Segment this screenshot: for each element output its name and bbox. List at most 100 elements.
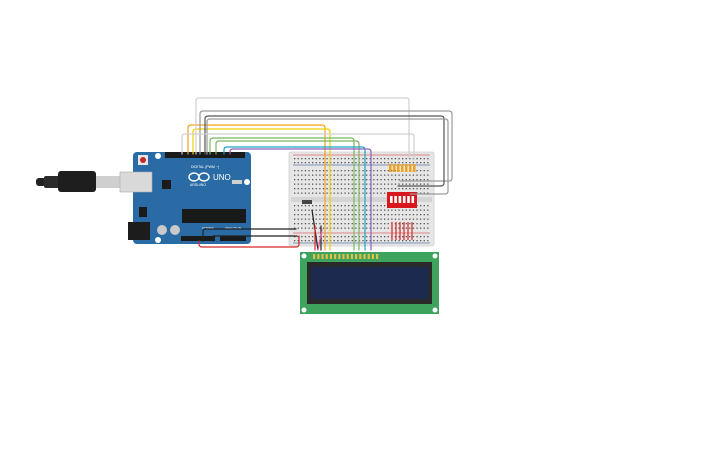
breadboard-hole xyxy=(351,223,353,225)
breadboard-hole xyxy=(366,240,368,242)
breadboard-hole xyxy=(294,240,296,242)
breadboard-hole xyxy=(319,236,321,238)
breadboard-hole xyxy=(380,170,382,172)
breadboard-hole xyxy=(294,170,296,172)
breadboard-hole xyxy=(301,214,303,216)
breadboard-hole xyxy=(398,174,400,176)
breadboard-hole xyxy=(344,174,346,176)
breadboard-hole xyxy=(412,179,415,181)
breadboard-hole xyxy=(344,218,346,220)
breadboard-hole xyxy=(420,179,422,181)
dip-switch-toggle[interactable] xyxy=(402,196,406,203)
breadboard-hole xyxy=(423,227,425,229)
breadboard-hole xyxy=(322,240,325,242)
breadboard-hole xyxy=(412,227,415,229)
lcd-pin xyxy=(371,254,374,259)
breadboard-hole xyxy=(416,214,418,216)
dip-switch-toggle[interactable] xyxy=(407,196,410,203)
breadboard-hole xyxy=(420,183,422,185)
breadboard-hole xyxy=(362,223,364,225)
breadboard-hole xyxy=(326,179,328,181)
breadboard-hole xyxy=(416,158,418,160)
breadboard-hole xyxy=(322,174,325,176)
lcd-pin xyxy=(338,254,341,259)
dip-switch-toggle[interactable] xyxy=(394,196,397,203)
breadboard-hole xyxy=(344,192,346,194)
breadboard-hole xyxy=(312,236,314,238)
lcd-pin xyxy=(346,254,349,259)
dip-switch-toggles[interactable] xyxy=(390,196,415,203)
breadboard-hole xyxy=(420,158,422,160)
breadboard-hole xyxy=(391,209,393,211)
lcd-pin xyxy=(376,254,379,259)
breadboard[interactable] xyxy=(288,151,435,247)
arduino-uno[interactable]: DIGITAL (PWM ~) UNO ARDUINO POWER ANALOG… xyxy=(119,152,251,244)
board-model-label: UNO xyxy=(213,173,231,182)
power-jack xyxy=(128,222,150,240)
breadboard-hole xyxy=(423,214,425,216)
breadboard-hole xyxy=(326,218,328,220)
breadboard-hole xyxy=(398,183,400,185)
breadboard-hole xyxy=(423,205,425,207)
breadboard-hole xyxy=(330,162,332,164)
breadboard-hole xyxy=(412,236,415,238)
power-header-label: POWER xyxy=(202,226,214,230)
jumper-wire xyxy=(317,229,323,251)
breadboard-hole xyxy=(420,236,422,238)
potentiometer[interactable] xyxy=(302,200,312,204)
dip-switch-toggle[interactable] xyxy=(390,196,393,203)
breadboard-hole xyxy=(340,158,343,160)
breadboard-hole xyxy=(301,192,303,194)
breadboard-hole xyxy=(420,205,422,207)
breadboard-hole xyxy=(405,209,407,211)
breadboard-hole xyxy=(301,240,303,242)
breadboard-hole xyxy=(427,179,429,181)
breadboard-hole xyxy=(297,188,299,190)
breadboard-hole xyxy=(394,162,397,164)
breadboard-hole xyxy=(333,223,335,225)
breadboard-hole xyxy=(319,227,321,229)
lcd-pin xyxy=(313,254,316,259)
breadboard-hole xyxy=(402,209,404,211)
breadboard-hole xyxy=(301,174,303,176)
breadboard-hole xyxy=(376,205,379,207)
breadboard-hole xyxy=(369,162,371,164)
dip-switch-toggle[interactable] xyxy=(411,196,415,203)
breadboard-hole xyxy=(366,170,368,172)
breadboard-hole xyxy=(333,183,335,185)
breadboard-hole xyxy=(330,209,332,211)
breadboard-hole xyxy=(351,214,353,216)
breadboard-hole xyxy=(369,223,371,225)
dip-switch[interactable] xyxy=(387,192,417,208)
breadboard-hole xyxy=(333,209,335,211)
breadboard-hole xyxy=(412,218,415,220)
breadboard-hole xyxy=(380,240,382,242)
breadboard-hole xyxy=(294,183,296,185)
breadboard-hole xyxy=(416,170,418,172)
breadboard-hole xyxy=(376,240,379,242)
lcd-screen xyxy=(311,267,428,299)
breadboard-hole xyxy=(369,158,371,160)
breadboard-hole xyxy=(409,209,411,211)
breadboard-hole xyxy=(304,158,307,160)
brand-label: ARDUINO xyxy=(190,183,206,187)
breadboard-hole xyxy=(312,192,314,194)
breadboard-hole xyxy=(326,188,328,190)
breadboard-hole xyxy=(405,188,407,190)
breadboard-hole xyxy=(337,158,339,160)
breadboard-hole xyxy=(344,158,346,160)
breadboard-hole xyxy=(348,227,350,229)
breadboard-hole xyxy=(373,236,375,238)
lcd-mounting-hole xyxy=(432,253,438,259)
lcd-pin xyxy=(367,254,370,259)
breadboard-hole xyxy=(301,236,303,238)
breadboard-hole xyxy=(387,183,389,185)
power-header xyxy=(181,236,215,241)
breadboard-hole xyxy=(355,205,357,207)
jumper-wire xyxy=(212,235,298,242)
breadboard-hole xyxy=(315,174,317,176)
breadboard-hole xyxy=(351,209,353,211)
breadboard-hole xyxy=(301,162,303,164)
dip-switch-toggle[interactable] xyxy=(398,196,402,203)
lcd-pin xyxy=(350,254,353,259)
